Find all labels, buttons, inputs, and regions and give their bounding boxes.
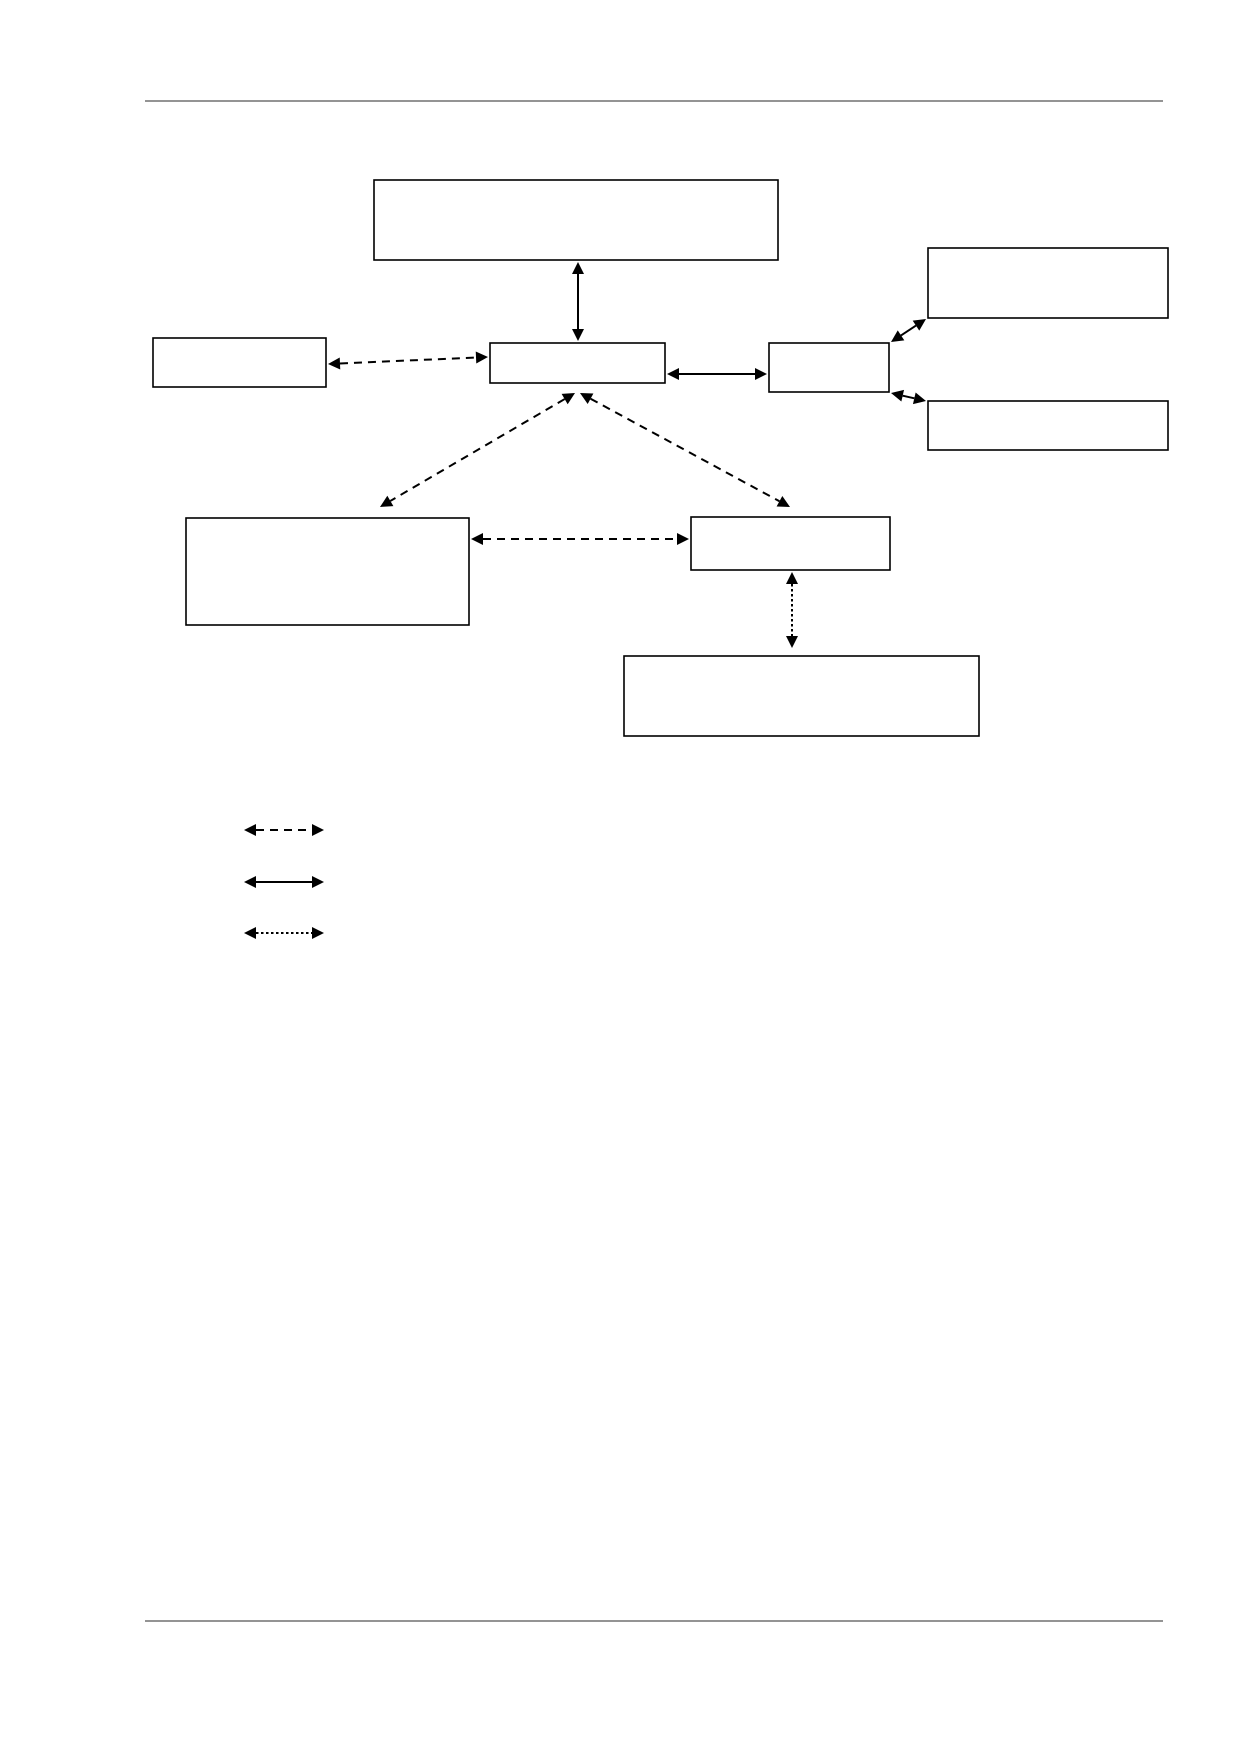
legend-item-dotted bbox=[244, 927, 324, 939]
connector-line bbox=[900, 324, 917, 337]
arrowhead-end bbox=[912, 392, 926, 405]
legend-item-solid bbox=[244, 876, 324, 888]
connector-line bbox=[590, 397, 780, 503]
node-center-hub bbox=[489, 342, 666, 384]
arrowhead-end bbox=[912, 319, 926, 331]
edge-top-wide-center-hub bbox=[572, 262, 584, 341]
node-left-small bbox=[152, 337, 327, 388]
node-box bbox=[489, 342, 666, 384]
legend-arrowhead bbox=[244, 824, 256, 836]
node-box bbox=[152, 337, 327, 388]
connector-layer bbox=[328, 262, 926, 648]
legend-arrowhead bbox=[244, 927, 256, 939]
connector-line bbox=[389, 398, 566, 502]
legend-arrowhead bbox=[312, 927, 324, 939]
arrowhead-end bbox=[380, 495, 394, 507]
node-box bbox=[768, 342, 890, 393]
edge-right-hub-right-bottom bbox=[891, 389, 926, 405]
legend-arrowhead bbox=[312, 876, 324, 888]
node-box bbox=[927, 400, 1169, 451]
node-box bbox=[623, 655, 980, 737]
legend-item-dashed bbox=[244, 824, 324, 836]
legend-arrowhead bbox=[244, 876, 256, 888]
arrowhead-start bbox=[891, 330, 905, 342]
arrowhead-start bbox=[471, 533, 483, 545]
node-lower-center bbox=[690, 516, 891, 571]
arrowhead-start bbox=[561, 393, 575, 405]
node-right-top bbox=[927, 247, 1169, 319]
arrowhead-start bbox=[580, 393, 594, 404]
arrowhead-end bbox=[786, 636, 798, 648]
arrowhead-end bbox=[572, 329, 584, 341]
connector-line bbox=[339, 356, 477, 365]
arrowhead-start bbox=[891, 389, 905, 402]
edge-left-small-center-hub bbox=[328, 351, 488, 370]
node-right-hub bbox=[768, 342, 890, 393]
node-box bbox=[373, 179, 779, 261]
edge-lower-left-lower-center bbox=[471, 533, 689, 545]
node-box bbox=[185, 517, 470, 626]
edge-center-hub-lower-center bbox=[580, 393, 790, 507]
arrowhead-end bbox=[755, 368, 767, 380]
arrowhead-start bbox=[328, 357, 341, 370]
arrowhead-end bbox=[475, 351, 488, 364]
edge-center-hub-lower-left bbox=[380, 393, 575, 507]
node-lower-left bbox=[185, 517, 470, 626]
legend-arrowhead bbox=[312, 824, 324, 836]
connector-line bbox=[902, 394, 915, 400]
arrowhead-start bbox=[572, 262, 584, 274]
arrowhead-start bbox=[667, 368, 679, 380]
node-top-wide bbox=[373, 179, 779, 261]
edge-right-hub-right-top bbox=[891, 319, 926, 342]
node-box bbox=[927, 247, 1169, 319]
arrowhead-start bbox=[786, 572, 798, 584]
node-bottom-wide bbox=[623, 655, 980, 737]
edge-lower-center-bottom-wide bbox=[786, 572, 798, 648]
legend bbox=[244, 824, 324, 939]
arrowhead-end bbox=[776, 496, 790, 507]
node-right-bottom bbox=[927, 400, 1169, 451]
node-box bbox=[690, 516, 891, 571]
edge-center-hub-right-hub bbox=[667, 368, 767, 380]
arrowhead-end bbox=[677, 533, 689, 545]
